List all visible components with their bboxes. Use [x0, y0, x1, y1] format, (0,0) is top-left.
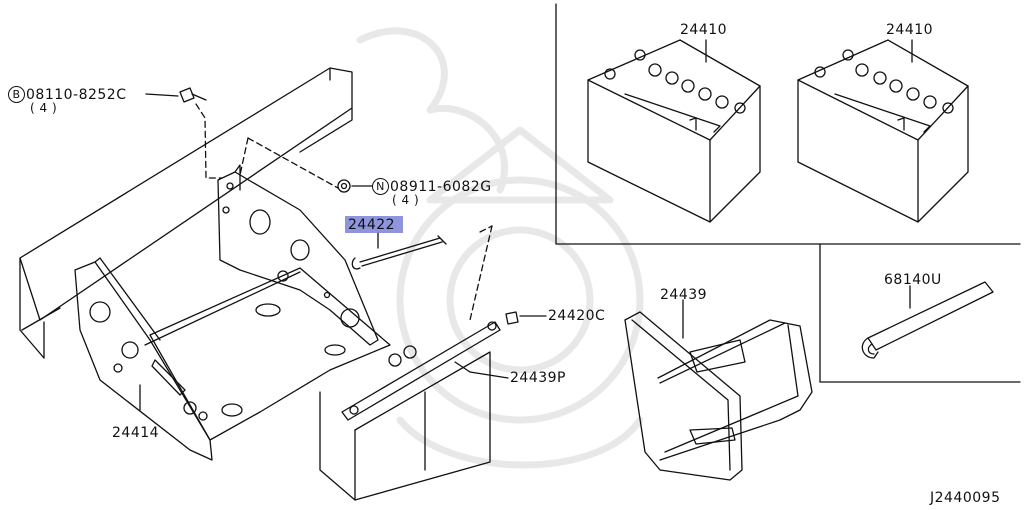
- nut-part-number: 08911-6082G: [390, 179, 492, 195]
- nut-code-badge: N: [372, 178, 389, 195]
- spacer-bar-24439P: [341, 321, 501, 421]
- battery-left-part-label[interactable]: 24410: [680, 22, 728, 38]
- bolt-quantity: ( 4 ): [30, 101, 58, 115]
- strap-part-label[interactable]: 24439: [660, 287, 708, 303]
- rod-part-number-prefix: 2442: [348, 217, 386, 233]
- alignment-dashes: [195, 103, 493, 321]
- spacer-part-label[interactable]: 24439P: [510, 370, 566, 386]
- battery-left-24410: [587, 39, 761, 223]
- rod-24422: [351, 235, 447, 270]
- strap-24439: [624, 311, 813, 481]
- clip-part-label[interactable]: 24420C: [548, 308, 606, 324]
- seal-68140U: [861, 281, 994, 359]
- clip-24420C: [505, 311, 519, 325]
- battery-inset-border: [555, 3, 1021, 245]
- vehicle-body-panel: [19, 67, 353, 359]
- lower-battery-outline: [319, 345, 491, 501]
- rod-part-number-suffix: 2: [385, 217, 396, 233]
- watermark: [356, 27, 644, 469]
- bolt-part-number: 08110-8252C: [26, 87, 127, 103]
- highlighted-part-marker: [345, 216, 403, 233]
- nut-08911: [337, 179, 351, 193]
- rod-part-label[interactable]: 24422: [348, 217, 395, 233]
- battery-right-part-label[interactable]: 24410: [886, 22, 934, 38]
- seal-part-label[interactable]: 68140U: [884, 272, 942, 288]
- frame-part-label[interactable]: 24414: [112, 425, 160, 441]
- nut-quantity: ( 4 ): [392, 193, 420, 207]
- bolt-code-badge: B: [8, 86, 25, 103]
- battery-frame-24414: [74, 164, 391, 461]
- battery-right-24410: [797, 39, 969, 223]
- diagram-id: J2440095: [930, 490, 1001, 506]
- seal-inset-border: [819, 243, 1021, 383]
- bolt-08110: [179, 87, 207, 103]
- leader-lines: [139, 39, 913, 411]
